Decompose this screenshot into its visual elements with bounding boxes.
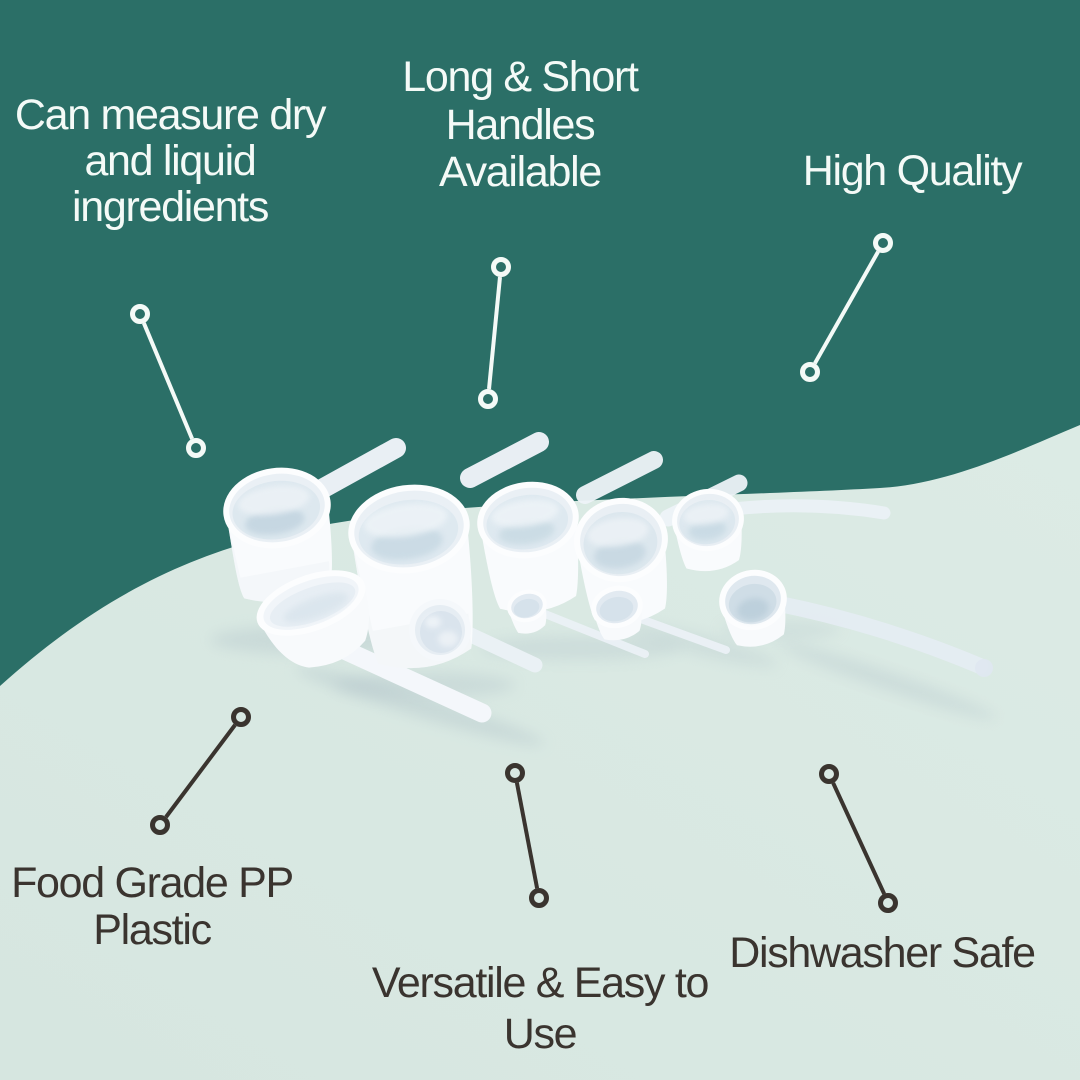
connector-food-grade <box>150 707 251 835</box>
connector-endpoint-ring <box>819 764 839 784</box>
connector-line <box>487 276 502 390</box>
callout-versatile-line1: Versatile & Easy to <box>371 959 710 1007</box>
scoop-spoon-g <box>409 599 471 661</box>
callout-dishwasher-line1: Dishwasher Safe <box>729 929 1036 977</box>
connector-line <box>514 782 540 889</box>
connector-endpoint-ring <box>873 233 893 253</box>
connector-handles <box>478 257 511 409</box>
connector-endpoint-ring <box>529 888 549 908</box>
measuring-scoops-illustration <box>210 432 997 746</box>
connector-dishwasher <box>819 764 898 913</box>
connector-line <box>831 782 887 895</box>
callout-long-short-handles: Long & Short Handles Available <box>402 53 639 197</box>
callout-versatile: Versatile & Easy to Use <box>371 958 710 1060</box>
callout-dishwasher-safe: Dishwasher Safe <box>729 929 1036 977</box>
scoop-cup-e <box>672 488 744 572</box>
connector-line <box>164 723 237 819</box>
connector-lines <box>130 233 898 913</box>
connector-endpoint-ring <box>231 707 251 727</box>
connector-endpoint-ring <box>505 763 525 783</box>
scoop-cup-d <box>574 497 668 624</box>
callout-food-grade-line1: Food Grade PP <box>11 859 294 907</box>
connector-endpoint-ring <box>491 257 511 277</box>
callout-measure-dry-line3: ingredients <box>71 183 269 231</box>
connector-endpoint-ring <box>800 362 820 382</box>
callout-handles-line2: Handles <box>445 100 596 149</box>
callout-food-grade-line2: Plastic <box>93 906 212 954</box>
scoop-cup-h <box>507 589 547 634</box>
scoop-cup-f <box>256 570 369 668</box>
scoop-cup-i <box>591 585 643 641</box>
callout-measure-dry-line2: and liquid <box>84 137 256 185</box>
callout-handles-line3: Available <box>438 148 602 196</box>
callout-measure-dry: Can measure dry and liquid ingredients <box>14 91 327 231</box>
callout-measure-dry-line1: Can measure dry <box>14 91 327 139</box>
connector-endpoint-ring <box>878 893 898 913</box>
connector-line <box>142 322 194 440</box>
scoop-cup-c <box>477 481 579 612</box>
callout-food-grade: Food Grade PP Plastic <box>11 859 294 954</box>
connector-endpoint-ring <box>478 389 498 409</box>
connector-endpoint-ring <box>150 815 170 835</box>
callout-handles-line1: Long & Short <box>402 53 639 101</box>
scoop-cup-a <box>223 467 332 603</box>
connector-high-quality <box>800 233 893 382</box>
connector-measure-dry <box>130 304 206 458</box>
callout-versatile-line2: Use <box>503 1010 578 1058</box>
connector-line <box>813 250 880 365</box>
connector-versatile <box>505 763 549 908</box>
callout-high-quality: High Quality <box>802 147 1023 195</box>
callout-high-quality-line1: High Quality <box>802 147 1023 195</box>
scoop-cup-j <box>719 569 787 647</box>
connector-endpoint-ring <box>186 438 206 458</box>
connector-endpoint-ring <box>130 304 150 324</box>
